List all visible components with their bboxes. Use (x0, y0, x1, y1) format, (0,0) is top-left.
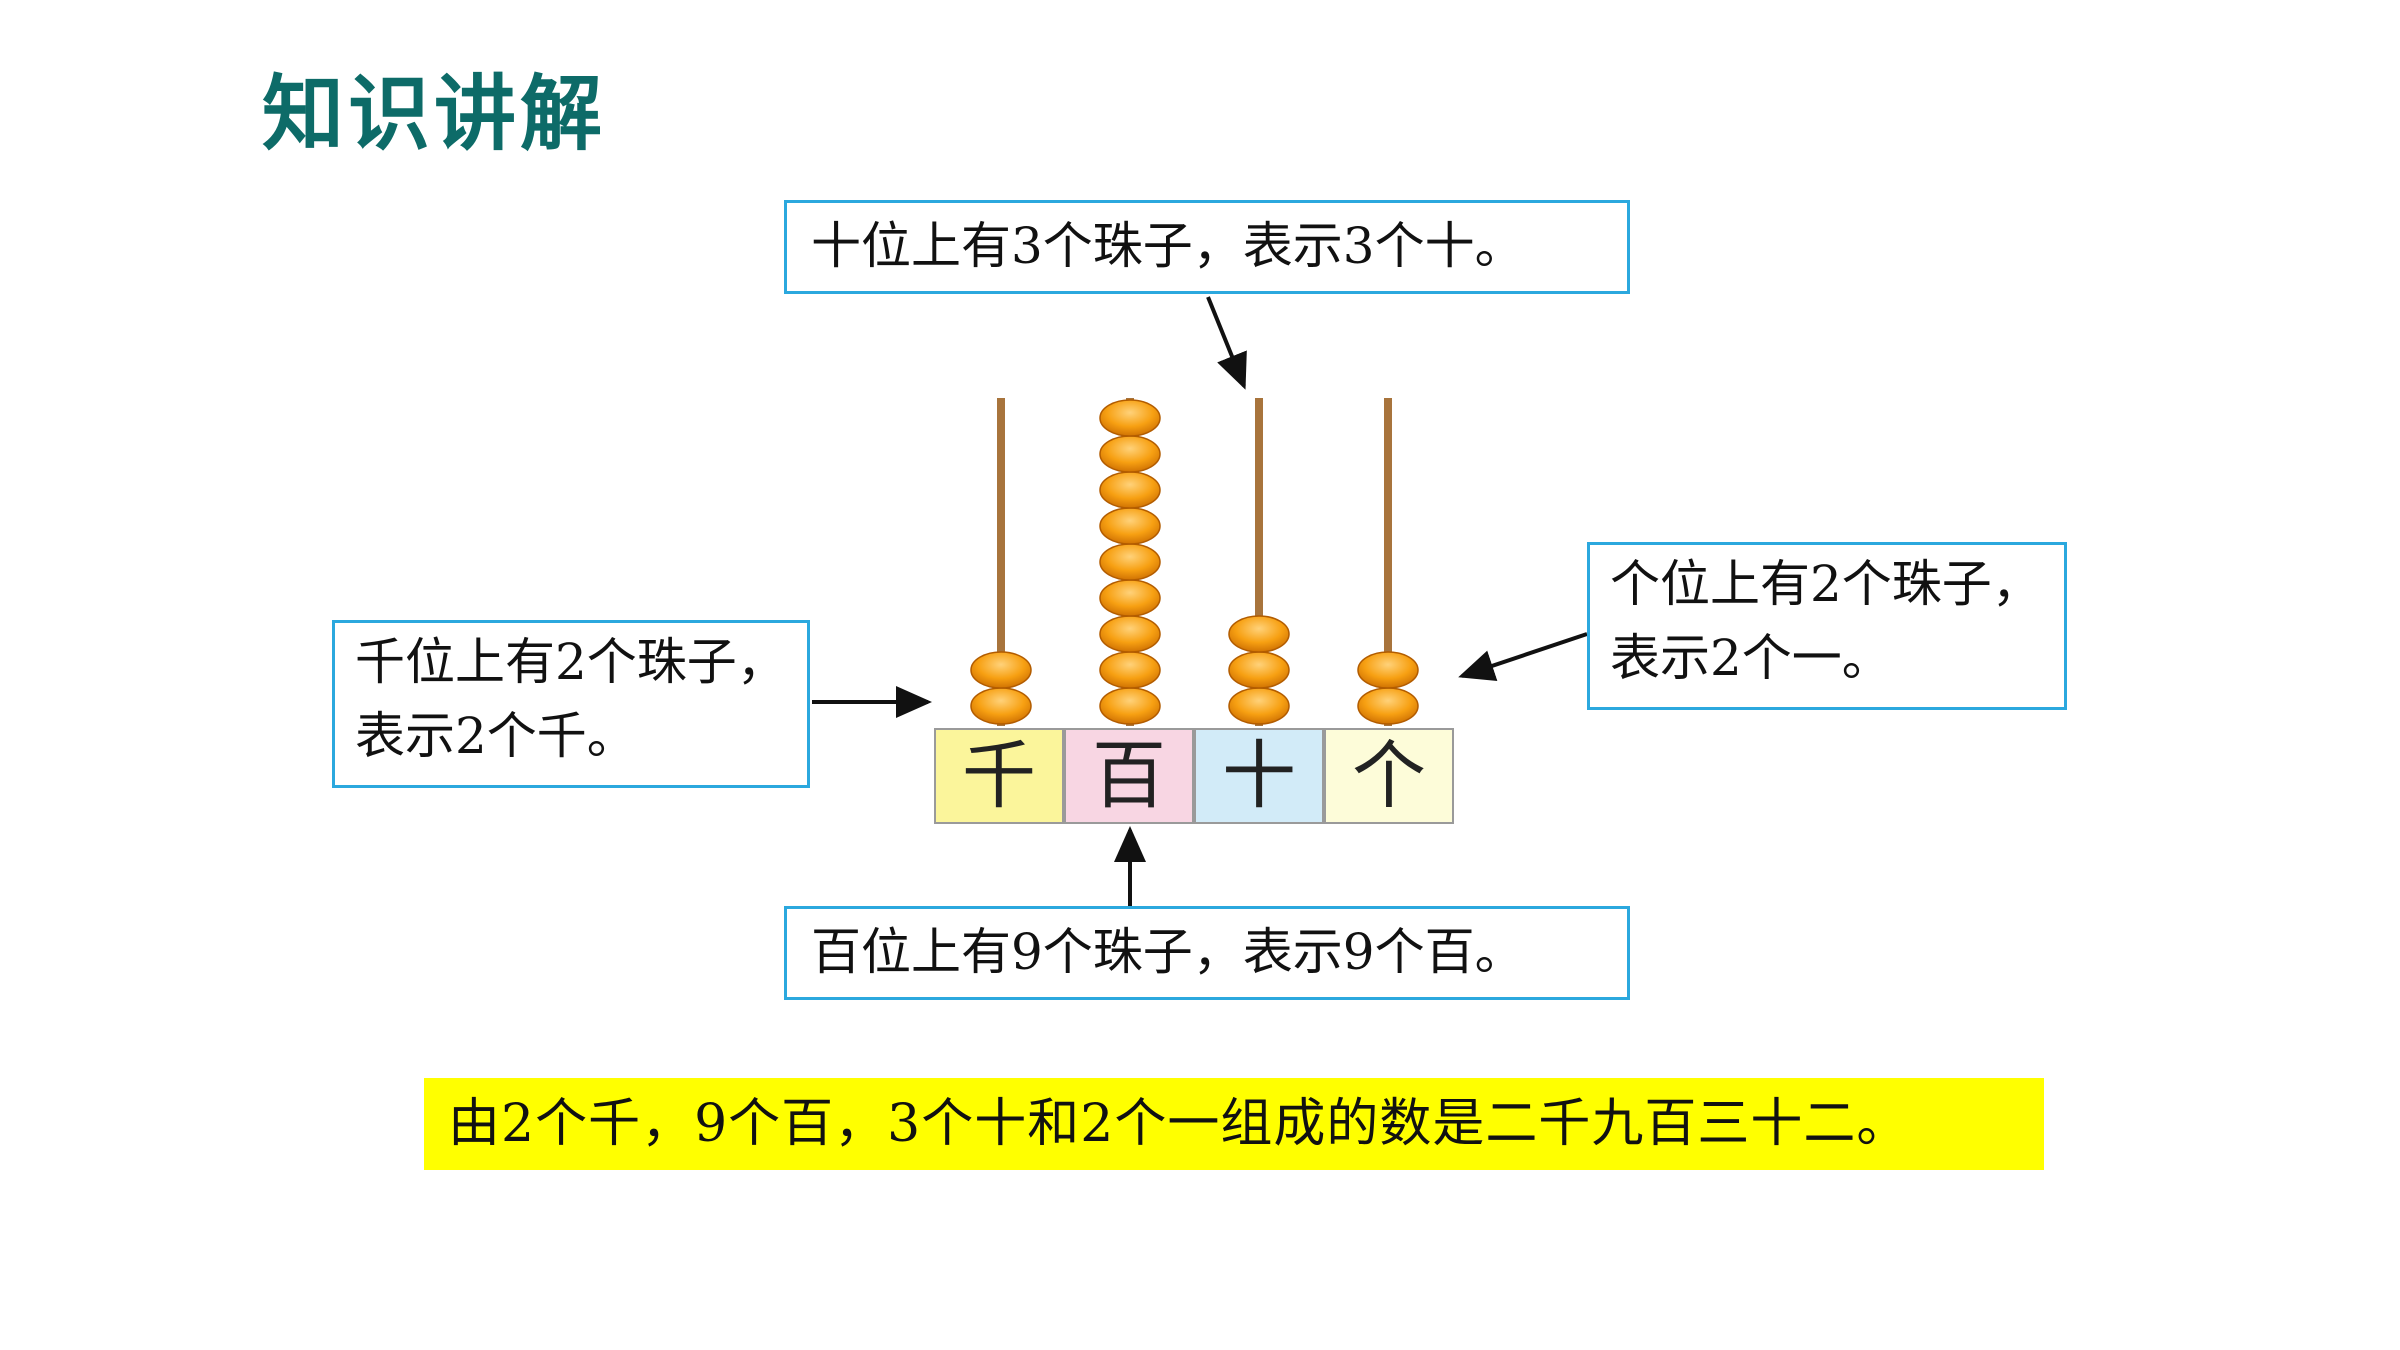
arrow-ones (1458, 632, 1588, 681)
place-label-hundreds: 百 (1064, 728, 1194, 824)
arrow-tens (1206, 296, 1247, 390)
bead-ones (1357, 687, 1419, 725)
callout-ones: 个位上有2个珠子，表示2个一。 (1587, 542, 2067, 710)
abacus-beads (970, 399, 1419, 725)
place-label-tens: 十 (1194, 728, 1324, 824)
conclusion-banner: 由2个千，9个百，3个十和2个一组成的数是二千九百三十二。 (424, 1078, 2044, 1170)
bead-thousands (970, 651, 1032, 689)
callout-thousands: 千位上有2个珠子，表示2个千。 (332, 620, 810, 788)
bead-hundreds (1099, 471, 1161, 509)
bead-tens (1228, 651, 1290, 689)
place-label-ones: 个 (1324, 728, 1454, 824)
bead-hundreds (1099, 543, 1161, 581)
abacus-rod-thousands (997, 398, 1005, 726)
bead-tens (1228, 687, 1290, 725)
bead-hundreds (1099, 687, 1161, 725)
bead-thousands (970, 687, 1032, 725)
bead-hundreds (1099, 507, 1161, 545)
page-title: 知识讲解 (262, 67, 607, 162)
abacus-rod-tens (1255, 398, 1263, 726)
abacus-rods (997, 398, 1392, 726)
abacus-rod-ones (1384, 398, 1392, 726)
bead-ones (1357, 651, 1419, 689)
bead-hundreds (1099, 399, 1161, 437)
place-label-thousands: 千 (934, 728, 1064, 824)
callout-hundreds: 百位上有9个珠子，表示9个百。 (784, 906, 1630, 1000)
bead-hundreds (1099, 615, 1161, 653)
bead-hundreds (1099, 435, 1161, 473)
bead-hundreds (1099, 579, 1161, 617)
callout-tens: 十位上有3个珠子，表示3个十。 (784, 200, 1630, 294)
bead-hundreds (1099, 651, 1161, 689)
bead-tens (1228, 615, 1290, 653)
